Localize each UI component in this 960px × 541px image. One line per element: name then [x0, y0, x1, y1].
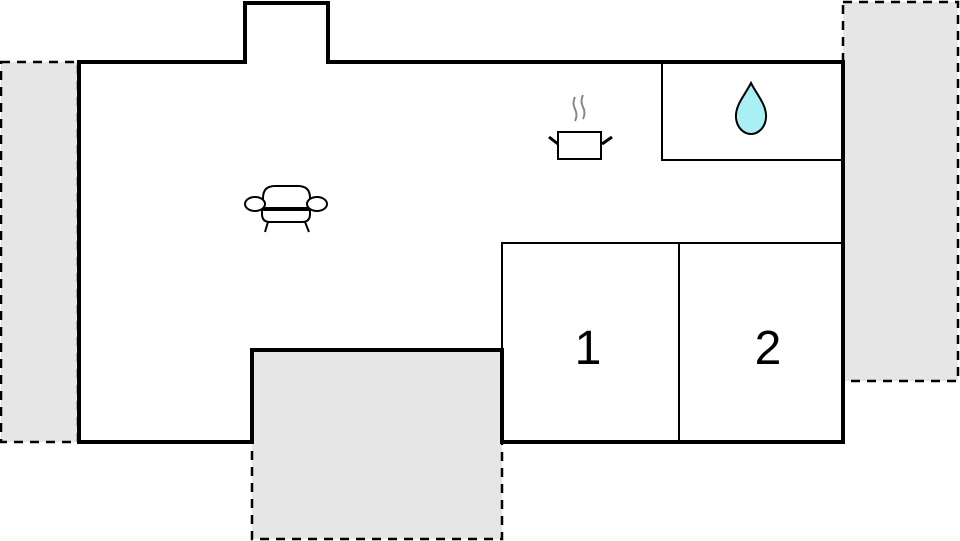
terrace-left: [0, 60, 80, 444]
cooking-pot-icon: [548, 94, 613, 160]
interior-fill: [79, 3, 843, 442]
outer-wall: [77, 1, 845, 444]
bedroom-walls: [501, 242, 843, 350]
terrace-bottom: [250, 348, 504, 541]
bathroom-wall: [661, 62, 843, 161]
sofa-icon: [244, 185, 328, 233]
water-drop-icon: [734, 80, 768, 136]
terrace-right: [841, 0, 960, 383]
room-label-bedroom-1: 1: [574, 322, 602, 375]
room-label-bedroom-2: 2: [754, 322, 782, 375]
